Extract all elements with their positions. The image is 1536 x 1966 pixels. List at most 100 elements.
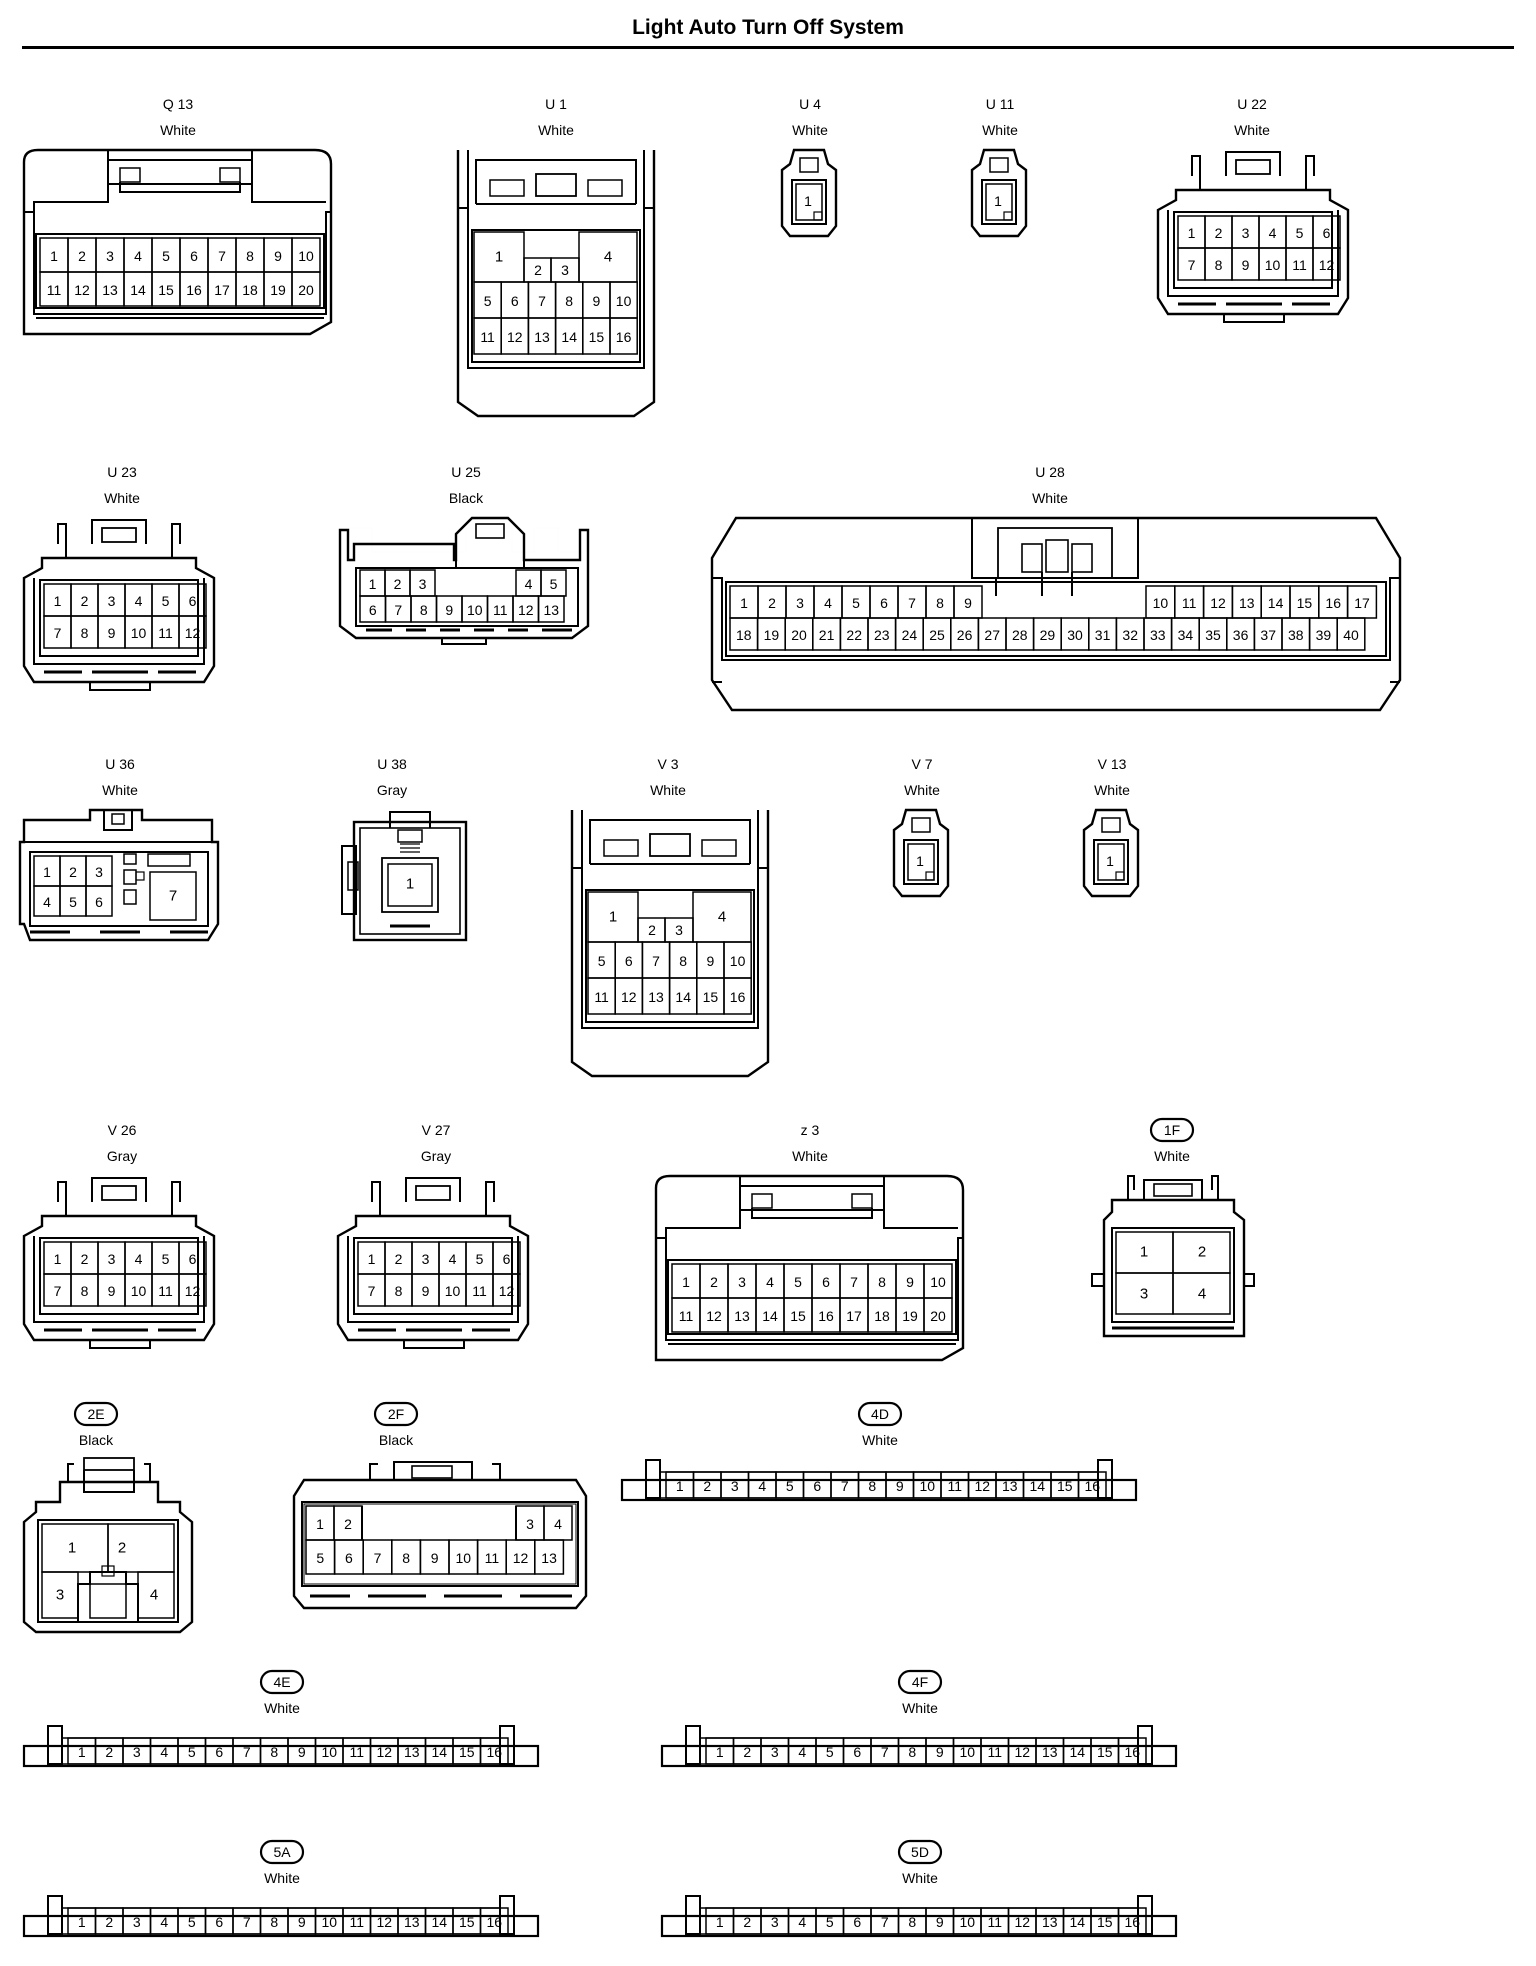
connector-outline bbox=[355, 567, 579, 627]
connector-outline bbox=[813, 211, 823, 221]
connector-code-badge bbox=[897, 1669, 943, 1695]
connector-code: U 25 bbox=[451, 464, 481, 480]
connector-outline bbox=[911, 817, 931, 833]
connector-outline bbox=[1127, 1175, 1219, 1200]
connector-outline bbox=[39, 1237, 199, 1315]
pin-number: 5 bbox=[188, 1914, 196, 1930]
connector-outline bbox=[903, 839, 939, 885]
pin-number: 4 bbox=[134, 248, 142, 264]
connector-outline bbox=[101, 527, 137, 543]
connector-outline bbox=[489, 179, 525, 197]
pin-number: 5 bbox=[484, 293, 492, 309]
connector-outline bbox=[1111, 1227, 1235, 1323]
pin-number: 4 bbox=[824, 595, 832, 611]
connector-outline bbox=[393, 1461, 473, 1480]
pin-number: 16 bbox=[616, 329, 632, 345]
pin-number: 12 bbox=[1014, 1744, 1030, 1760]
connector-code: 2E bbox=[87, 1406, 104, 1422]
pin-number: 3 bbox=[738, 1274, 746, 1290]
connector-outline bbox=[29, 851, 209, 927]
pin-number: 6 bbox=[511, 293, 519, 309]
pin-number: 13 bbox=[543, 602, 559, 618]
pin-number: 12 bbox=[185, 1283, 201, 1299]
pin-number: 1 bbox=[78, 1744, 86, 1760]
pin-number: 8 bbox=[402, 1550, 410, 1566]
pin-cell bbox=[723, 977, 752, 1015]
connector-outline bbox=[83, 1457, 135, 1471]
pin-number: 3 bbox=[675, 922, 683, 938]
connector-outline bbox=[1153, 1183, 1193, 1197]
pin-cell bbox=[923, 1297, 953, 1333]
pin-number: 11 bbox=[349, 1744, 364, 1760]
pin-number: 3 bbox=[731, 1478, 739, 1494]
connector-outline bbox=[89, 1583, 127, 1619]
pin-number: 6 bbox=[190, 248, 198, 264]
pin-number: 12 bbox=[1210, 595, 1226, 611]
pin-number: 18 bbox=[736, 627, 752, 643]
connector-code: 4E bbox=[273, 1674, 290, 1690]
connector-outline bbox=[301, 1501, 579, 1587]
connector-outline bbox=[603, 839, 639, 857]
pin-number: 11 bbox=[594, 989, 609, 1005]
connector-outline bbox=[971, 517, 1139, 579]
pin-number: 11 bbox=[158, 625, 173, 641]
connector-outline bbox=[57, 1181, 181, 1216]
connector-outline bbox=[345, 527, 590, 560]
pin-number: 8 bbox=[246, 248, 254, 264]
pin-number: 35 bbox=[1205, 627, 1221, 643]
pin-cell bbox=[291, 271, 321, 307]
pin-number: 2 bbox=[394, 576, 402, 592]
pin-cell bbox=[537, 595, 565, 623]
pin-number: 7 bbox=[881, 1914, 889, 1930]
pin-number: 19 bbox=[764, 627, 780, 643]
connector-code: 1F bbox=[1164, 1122, 1180, 1138]
connector-code: U 38 bbox=[377, 756, 407, 772]
connector-outline bbox=[336, 1214, 530, 1342]
pin-number: 9 bbox=[298, 1914, 306, 1930]
pin-number: 14 bbox=[561, 329, 577, 345]
connector-outline bbox=[1045, 539, 1069, 573]
pin-number: 12 bbox=[74, 282, 90, 298]
pin-cell bbox=[178, 1273, 207, 1307]
connector-color: White bbox=[1032, 490, 1068, 506]
pin-number: 5 bbox=[550, 576, 558, 592]
pin-number: 3 bbox=[1140, 1286, 1148, 1303]
connector-outline bbox=[1173, 211, 1333, 289]
pin-number: 5 bbox=[162, 593, 170, 609]
pin-number: 10 bbox=[730, 953, 746, 969]
pin-number: 2 bbox=[768, 595, 776, 611]
pin-number: 7 bbox=[243, 1914, 251, 1930]
connector-code: V 26 bbox=[108, 1122, 137, 1138]
pin-number: 6 bbox=[853, 1744, 861, 1760]
pin-number: 4 bbox=[135, 593, 143, 609]
connector-outline bbox=[369, 1463, 501, 1480]
pin-number: 26 bbox=[957, 627, 973, 643]
connector-outline bbox=[389, 811, 431, 828]
pin-number: 7 bbox=[1188, 257, 1196, 273]
connector-outline bbox=[119, 182, 241, 193]
connector-code: V 27 bbox=[422, 1122, 451, 1138]
connector-outline bbox=[570, 810, 770, 1078]
pin-number: 4 bbox=[554, 1516, 562, 1532]
pin-number: 1 bbox=[916, 853, 924, 869]
pin-number: 4 bbox=[604, 249, 612, 266]
connector-outline bbox=[33, 1236, 205, 1323]
pin-number: 8 bbox=[908, 1914, 916, 1930]
pin-number: 13 bbox=[648, 989, 664, 1005]
pin-number: 7 bbox=[374, 1550, 382, 1566]
connector-outline bbox=[1223, 314, 1285, 323]
pin-number: 13 bbox=[541, 1550, 557, 1566]
pin-number: 5 bbox=[162, 248, 170, 264]
connector-outline bbox=[925, 871, 935, 881]
pin-number: 3 bbox=[771, 1914, 779, 1930]
connector-outline bbox=[103, 810, 133, 831]
connector-code: U 36 bbox=[105, 756, 135, 772]
